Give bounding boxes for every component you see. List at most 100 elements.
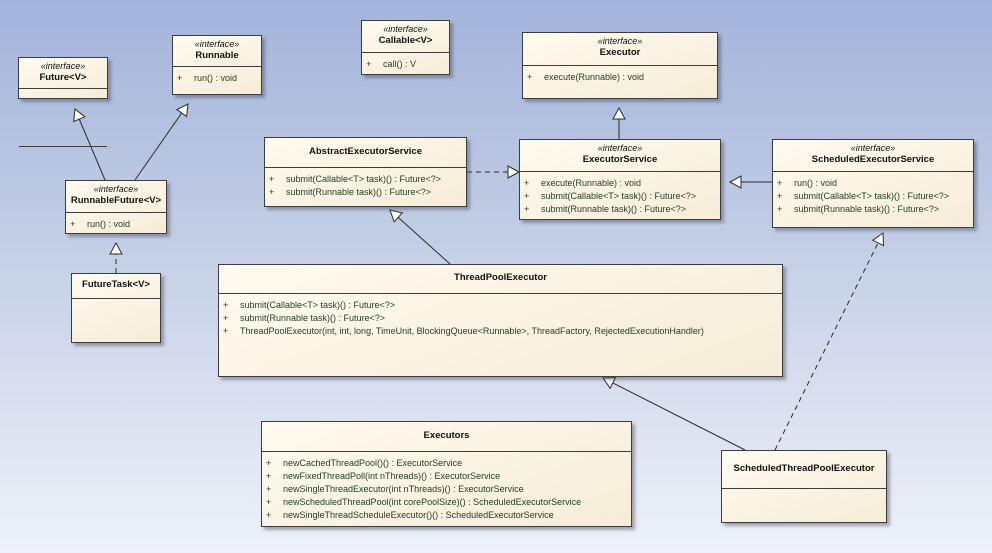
operations-list: +execute(Runnable) : void — [523, 71, 717, 84]
operations-list: +run() : void+submit(Callable<T> task)()… — [773, 177, 973, 216]
visibility-marker: + — [177, 73, 183, 83]
class-executor-service[interactable]: «interface»ExecutorService +execute(Runna… — [519, 139, 721, 220]
edge-executor-service-to-executor — [612, 106, 626, 139]
operations-list: + run() : void — [66, 218, 166, 231]
compartment-divider — [523, 65, 717, 66]
class-executors[interactable]: Executors + newCachedThreadPool()() : Exec… — [261, 421, 632, 527]
compartment-divider — [520, 171, 720, 172]
compartment-divider — [19, 88, 107, 89]
operation-signature: run() : void — [87, 219, 131, 229]
class-name: ExecutorService — [582, 154, 658, 165]
class-name: AbstractExecutorService — [309, 145, 422, 157]
visibility-marker: + — [223, 313, 229, 323]
visibility-marker: + — [524, 204, 530, 214]
class-header: «interface»ScheduledExecutorService — [773, 140, 973, 166]
operation-signature: submit(Runnable task)() : Future<?> — [541, 204, 687, 214]
stereotype-label: «interface» — [40, 61, 86, 71]
operations-list: +execute(Runnable) : void+submit(Callabl… — [520, 177, 720, 216]
class-header: «interface»ExecutorService — [520, 140, 720, 166]
operation-signature: newScheduledThreadPool(int corePoolSize)… — [283, 497, 582, 507]
hollow-arrowhead — [73, 108, 86, 123]
operation: +submit(Callable<T> task)() : Future<?> — [269, 173, 466, 186]
operation: +newSingleThreadExecutor(int nThreads)()… — [266, 483, 631, 496]
hollow-arrowhead — [507, 165, 521, 179]
class-header: «interface»Callable<V> — [362, 21, 449, 47]
operation-signature: submit(Callable<T> task)() : Future<?> — [794, 191, 950, 201]
generalization-line — [612, 382, 746, 451]
edge-abstract-executor-service-to-executor-service — [467, 165, 521, 179]
class-executor[interactable]: «interface»Executor +execute(Runnable) : … — [522, 32, 718, 99]
compartment-divider — [219, 293, 782, 294]
class-header: AbstractExecutorService — [265, 138, 466, 158]
class-name: Executor — [599, 47, 641, 58]
edge-future-task-to-runnable-future — [109, 241, 123, 273]
hollow-arrowhead — [728, 175, 742, 189]
class-thread-pool-executor[interactable]: ThreadPoolExecutor + submit(Callable<T> ta… — [218, 264, 783, 377]
operations-list: +submit(Callable<T> task)() : Future<?>+… — [219, 299, 782, 338]
operation-signature: newSingleThreadScheduleExecutor()() : Sc… — [283, 510, 554, 520]
class-runnable-future[interactable]: «interface»RunnableFuture<V> + run() : voi… — [65, 180, 167, 234]
class-name: ThreadPoolExecutor — [454, 272, 547, 283]
operation: +run() : void — [777, 177, 973, 190]
visibility-marker: + — [223, 300, 229, 310]
operation: + newCachedThreadPool()() : ExecutorServi… — [266, 457, 631, 470]
operation: +newSingleThreadScheduleExecutor()() : S… — [266, 509, 631, 522]
class-name: FutureTask<V> — [82, 279, 150, 290]
operation-signature: newCachedThreadPool()() : ExecutorServic… — [283, 458, 463, 468]
class-header: «interface»Runnable — [173, 36, 261, 62]
stereotype-label: «interface» — [597, 143, 643, 153]
operation: +execute(Runnable) : void — [527, 71, 717, 84]
visibility-marker: + — [223, 326, 229, 336]
operation-signature: ThreadPoolExecutor(int, int, long, TimeU… — [240, 326, 704, 336]
class-header: ScheduledThreadPoolExecutor — [722, 451, 886, 475]
compartment-divider — [362, 52, 449, 53]
class-future-task[interactable]: FutureTask<V> — [71, 273, 161, 343]
hollow-arrowhead — [602, 377, 617, 390]
class-header: «interface»Executor — [523, 33, 717, 59]
operation-signature: run() : void — [794, 178, 838, 188]
class-scheduled-thread-pool-executor[interactable]: ScheduledThreadPoolExecutor — [721, 450, 887, 523]
class-header: «interface»RunnableFuture<V> — [66, 181, 166, 207]
operation: +call() : V — [366, 58, 449, 71]
operation-signature: newFixedThreadPoll(int nThreads)() : Exe… — [283, 471, 501, 481]
operation: +newScheduledThreadPool(int corePoolSize… — [266, 496, 631, 509]
stereotype-label: «interface» — [194, 39, 240, 49]
compartment-divider — [722, 488, 886, 489]
class-name: Executors — [423, 429, 470, 441]
hollow-arrowhead — [871, 232, 885, 247]
visibility-marker: + — [266, 471, 272, 481]
stereotype-label: «interface» — [93, 184, 139, 194]
visibility-marker: + — [266, 458, 272, 468]
operation-signature: submit(Runnable task)() : Future<?> — [240, 313, 386, 323]
class-scheduled-executor-service[interactable]: «interface»ScheduledExecutorService +run(… — [772, 139, 974, 228]
visibility-marker: + — [524, 178, 530, 188]
operation-signature: submit(Callable<T> task)() : Future<?> — [541, 191, 697, 201]
operations-list: +submit(Callable<T> task)() : Future<?>+… — [265, 173, 466, 199]
visibility-marker: + — [70, 219, 76, 229]
operation: +submit(Callable<T> task)() : Future<?> — [777, 190, 973, 203]
operations-list: + newCachedThreadPool()() : ExecutorServi… — [262, 457, 631, 522]
generalization-line — [134, 112, 183, 181]
compartment-divider — [173, 66, 261, 67]
operation-signature: call() : V — [383, 59, 417, 69]
operation: +run() : void — [177, 72, 261, 85]
operation-signature: submit(Callable<T> task)() : Future<?> — [240, 300, 396, 310]
operations-list: +call() : V — [362, 58, 449, 71]
class-callable[interactable]: «interface»Callable<V> +call() : V — [361, 20, 450, 75]
edge-runnable-future-to-future — [73, 108, 106, 181]
visibility-marker: + — [266, 484, 272, 494]
visibility-marker: + — [524, 191, 530, 201]
operation: +execute(Runnable) : void — [524, 177, 720, 190]
operation: + submit(Callable<T> task)() : Future<?> — [223, 299, 782, 312]
class-abstract-executor-service[interactable]: AbstractExecutorService +submit(Callable<… — [264, 137, 467, 207]
compartment-divider — [19, 146, 107, 147]
hollow-arrowhead — [612, 106, 626, 120]
class-future[interactable]: «interface»Future<V> — [18, 57, 108, 147]
operations-list: +run() : void — [173, 72, 261, 85]
compartment-divider — [265, 167, 466, 168]
operation-signature: submit(Runnable task)() : Future<?> — [286, 187, 432, 197]
stereotype-label: «interface» — [597, 36, 643, 46]
class-runnable[interactable]: «interface»Runnable +run() : void — [172, 35, 262, 95]
hollow-arrowhead — [109, 241, 123, 255]
compartment-divider — [72, 298, 160, 299]
